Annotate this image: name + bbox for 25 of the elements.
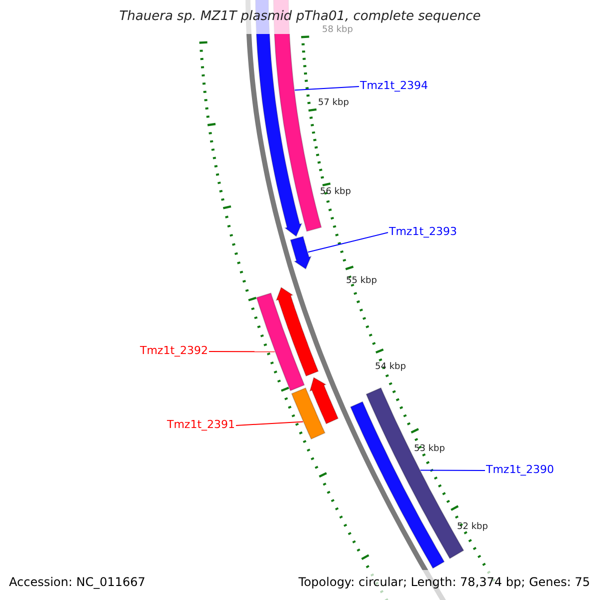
gene-label: Tmz1t_2393 xyxy=(389,225,458,238)
leader-line xyxy=(236,421,304,426)
gene-label: Tmz1t_2391 xyxy=(166,418,235,431)
gene-block xyxy=(291,387,326,440)
tick-label: 58 kbp xyxy=(322,25,353,35)
gene-block xyxy=(290,236,312,270)
gene-block xyxy=(309,376,339,424)
gene-label: Tmz1t_2392 xyxy=(140,344,208,357)
tick-label: 55 kbp xyxy=(346,276,377,286)
gene-block xyxy=(276,286,319,377)
tick-label: 52 kbp xyxy=(457,522,488,532)
gene-block xyxy=(256,292,305,392)
gene-label: Tmz1t_2390 xyxy=(486,463,554,476)
leader-line xyxy=(208,351,276,352)
gene-label: Tmz1t_2394 xyxy=(360,79,428,92)
tick-label: 53 kbp xyxy=(414,444,445,454)
leader-line xyxy=(420,470,486,471)
leader-line xyxy=(308,232,388,253)
tick-label: 56 kbp xyxy=(320,187,351,197)
tick-label: 54 kbp xyxy=(375,362,406,372)
footer-text: Accession: NC_011667 xyxy=(9,575,146,589)
footer-text: Topology: circular; Length: 78,374 bp; Genes: 75 xyxy=(298,575,590,589)
gene-block xyxy=(350,401,445,569)
title: Thauera sp. MZ1T plasmid pTha01, complete sequence xyxy=(118,9,482,24)
tick-label: 57 kbp xyxy=(318,98,349,108)
